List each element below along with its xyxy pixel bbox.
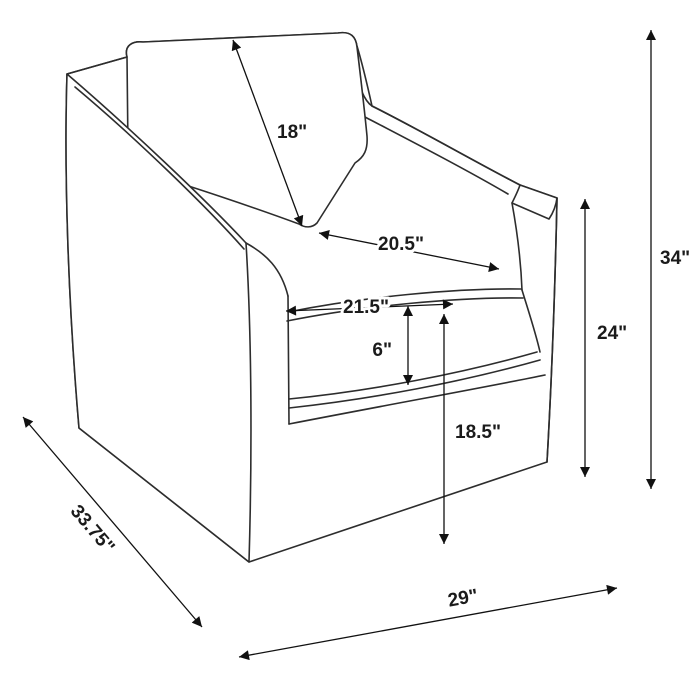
- overall-width-arrow: [238, 584, 618, 661]
- dimension-seat-width: 21.5": [285, 294, 454, 321]
- dimension-seat-depth: 20.5": [318, 230, 500, 272]
- floor-to-seat-height-label: 18.5": [455, 422, 501, 443]
- left-arm-front-scoop: [245, 242, 289, 297]
- seat-cushion-thickness-label: 6": [372, 340, 392, 361]
- overall-height-label: 34": [660, 248, 690, 269]
- seat-cushion-right-tuck: [521, 289, 541, 353]
- dimension-overall-height: 34": [646, 30, 693, 489]
- right-arm-slope-outer: [371, 105, 521, 186]
- seat-cushion-bottom-piping-bottom: [288, 359, 541, 409]
- overall-depth-arrow: [22, 416, 203, 628]
- left-arm-roll-seam: [74, 86, 245, 250]
- seat-depth-arrow: [318, 230, 500, 272]
- right-arm-slope-inner: [364, 116, 509, 195]
- dimension-back-cushion-diagonal: 18": [231, 39, 310, 227]
- skirt-top-seam: [288, 374, 546, 425]
- dimension-overall-width: 29": [238, 583, 618, 661]
- seat-front-left-corner-edge: [287, 295, 290, 425]
- overall-depth-label: 33.75": [66, 501, 119, 558]
- dimension-floor-to-seat-height: 18.5": [439, 314, 504, 544]
- seat-cushion-bottom-piping-top: [288, 351, 538, 400]
- dimension-seat-cushion-thickness: 6": [369, 306, 413, 385]
- overall-width-label: 29": [446, 586, 479, 612]
- right-arm-inner-front-edge: [511, 202, 523, 291]
- back-frame-top-left-edge: [66, 56, 128, 75]
- back-cushion-diagonal-label: 18": [277, 122, 307, 143]
- seat-width-arrow: [285, 299, 454, 316]
- right-arm: [356, 45, 558, 463]
- seat-width-label: 21.5": [343, 297, 389, 318]
- back-frame-right-edge: [356, 45, 373, 107]
- chair-line-art: [65, 31, 558, 563]
- back-cushion-diagonal-arrow: [231, 39, 304, 227]
- dimension-arm-height: 24": [580, 199, 630, 477]
- right-side-outer-edge: [546, 197, 558, 463]
- arm-height-label: 24": [597, 323, 627, 344]
- seat-depth-label: 20.5": [378, 234, 424, 255]
